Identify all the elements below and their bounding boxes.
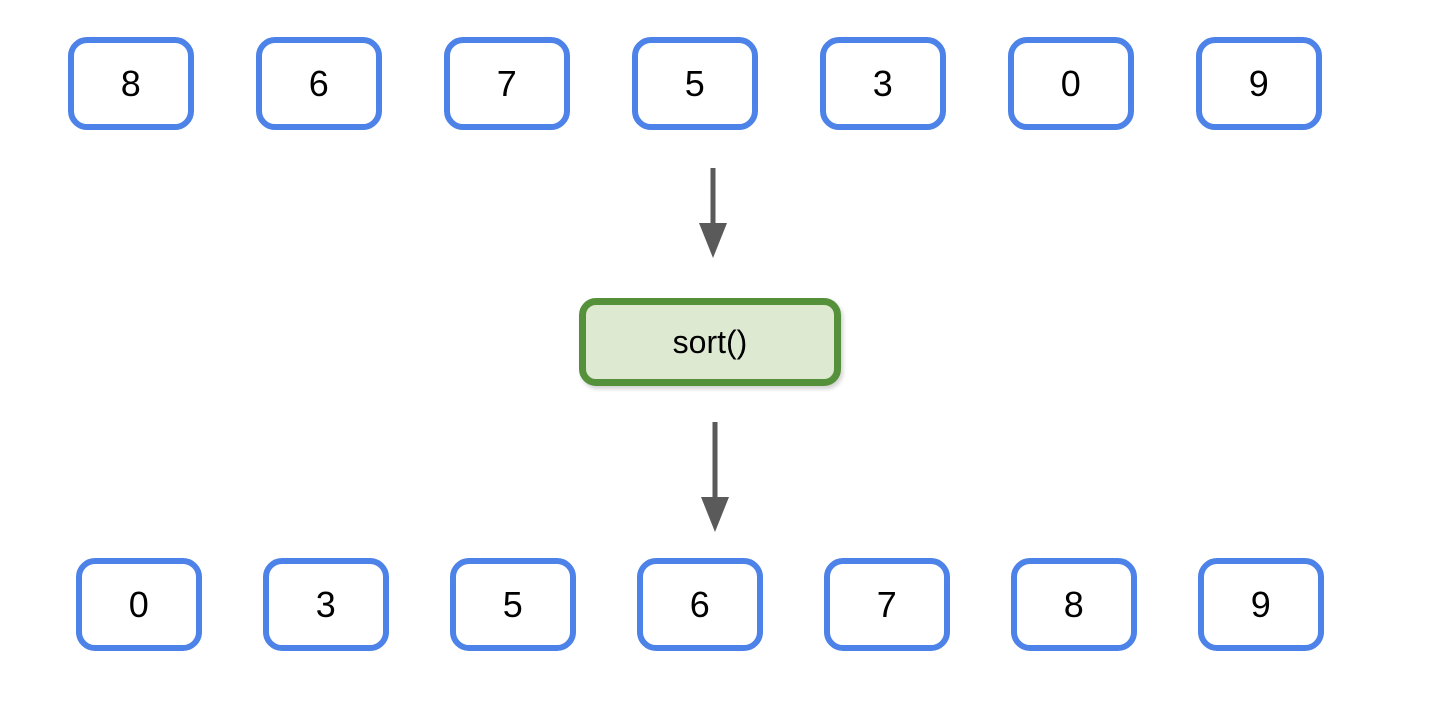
array-cell-value: 6 bbox=[308, 62, 330, 104]
input-array-row: 8 6 7 5 3 0 9 bbox=[68, 37, 1322, 130]
array-cell[interactable]: 7 bbox=[824, 558, 950, 651]
array-cell[interactable]: 7 bbox=[444, 37, 570, 130]
array-cell-value: 9 bbox=[1250, 583, 1272, 625]
array-cell[interactable]: 9 bbox=[1196, 37, 1322, 130]
array-cell-value: 7 bbox=[496, 62, 518, 104]
array-cell-value: 9 bbox=[1248, 62, 1270, 104]
arrow-down-icon bbox=[701, 422, 729, 532]
array-cell[interactable]: 6 bbox=[637, 558, 763, 651]
arrow-down-icon bbox=[699, 168, 727, 258]
array-cell[interactable]: 8 bbox=[1011, 558, 1137, 651]
array-cell-value: 3 bbox=[315, 583, 337, 625]
array-cell[interactable]: 5 bbox=[450, 558, 576, 651]
array-cell[interactable]: 0 bbox=[76, 558, 202, 651]
array-cell-value: 8 bbox=[120, 62, 142, 104]
array-cell[interactable]: 3 bbox=[263, 558, 389, 651]
array-cell[interactable]: 0 bbox=[1008, 37, 1134, 130]
array-cell[interactable]: 3 bbox=[820, 37, 946, 130]
array-cell-value: 8 bbox=[1063, 583, 1085, 625]
array-cell-value: 0 bbox=[1060, 62, 1082, 104]
array-cell-value: 0 bbox=[128, 583, 150, 625]
array-cell[interactable]: 5 bbox=[632, 37, 758, 130]
array-cell-value: 3 bbox=[872, 62, 894, 104]
array-cell[interactable]: 9 bbox=[1198, 558, 1324, 651]
array-cell[interactable]: 6 bbox=[256, 37, 382, 130]
sort-process-label: sort() bbox=[672, 324, 748, 360]
sort-process-box[interactable]: sort() bbox=[579, 298, 841, 386]
array-cell-value: 5 bbox=[684, 62, 706, 104]
array-cell-value: 6 bbox=[689, 583, 711, 625]
array-cell-value: 7 bbox=[876, 583, 898, 625]
output-array-row: 0 3 5 6 7 8 9 bbox=[76, 558, 1324, 651]
array-cell[interactable]: 8 bbox=[68, 37, 194, 130]
array-cell-value: 5 bbox=[502, 583, 524, 625]
